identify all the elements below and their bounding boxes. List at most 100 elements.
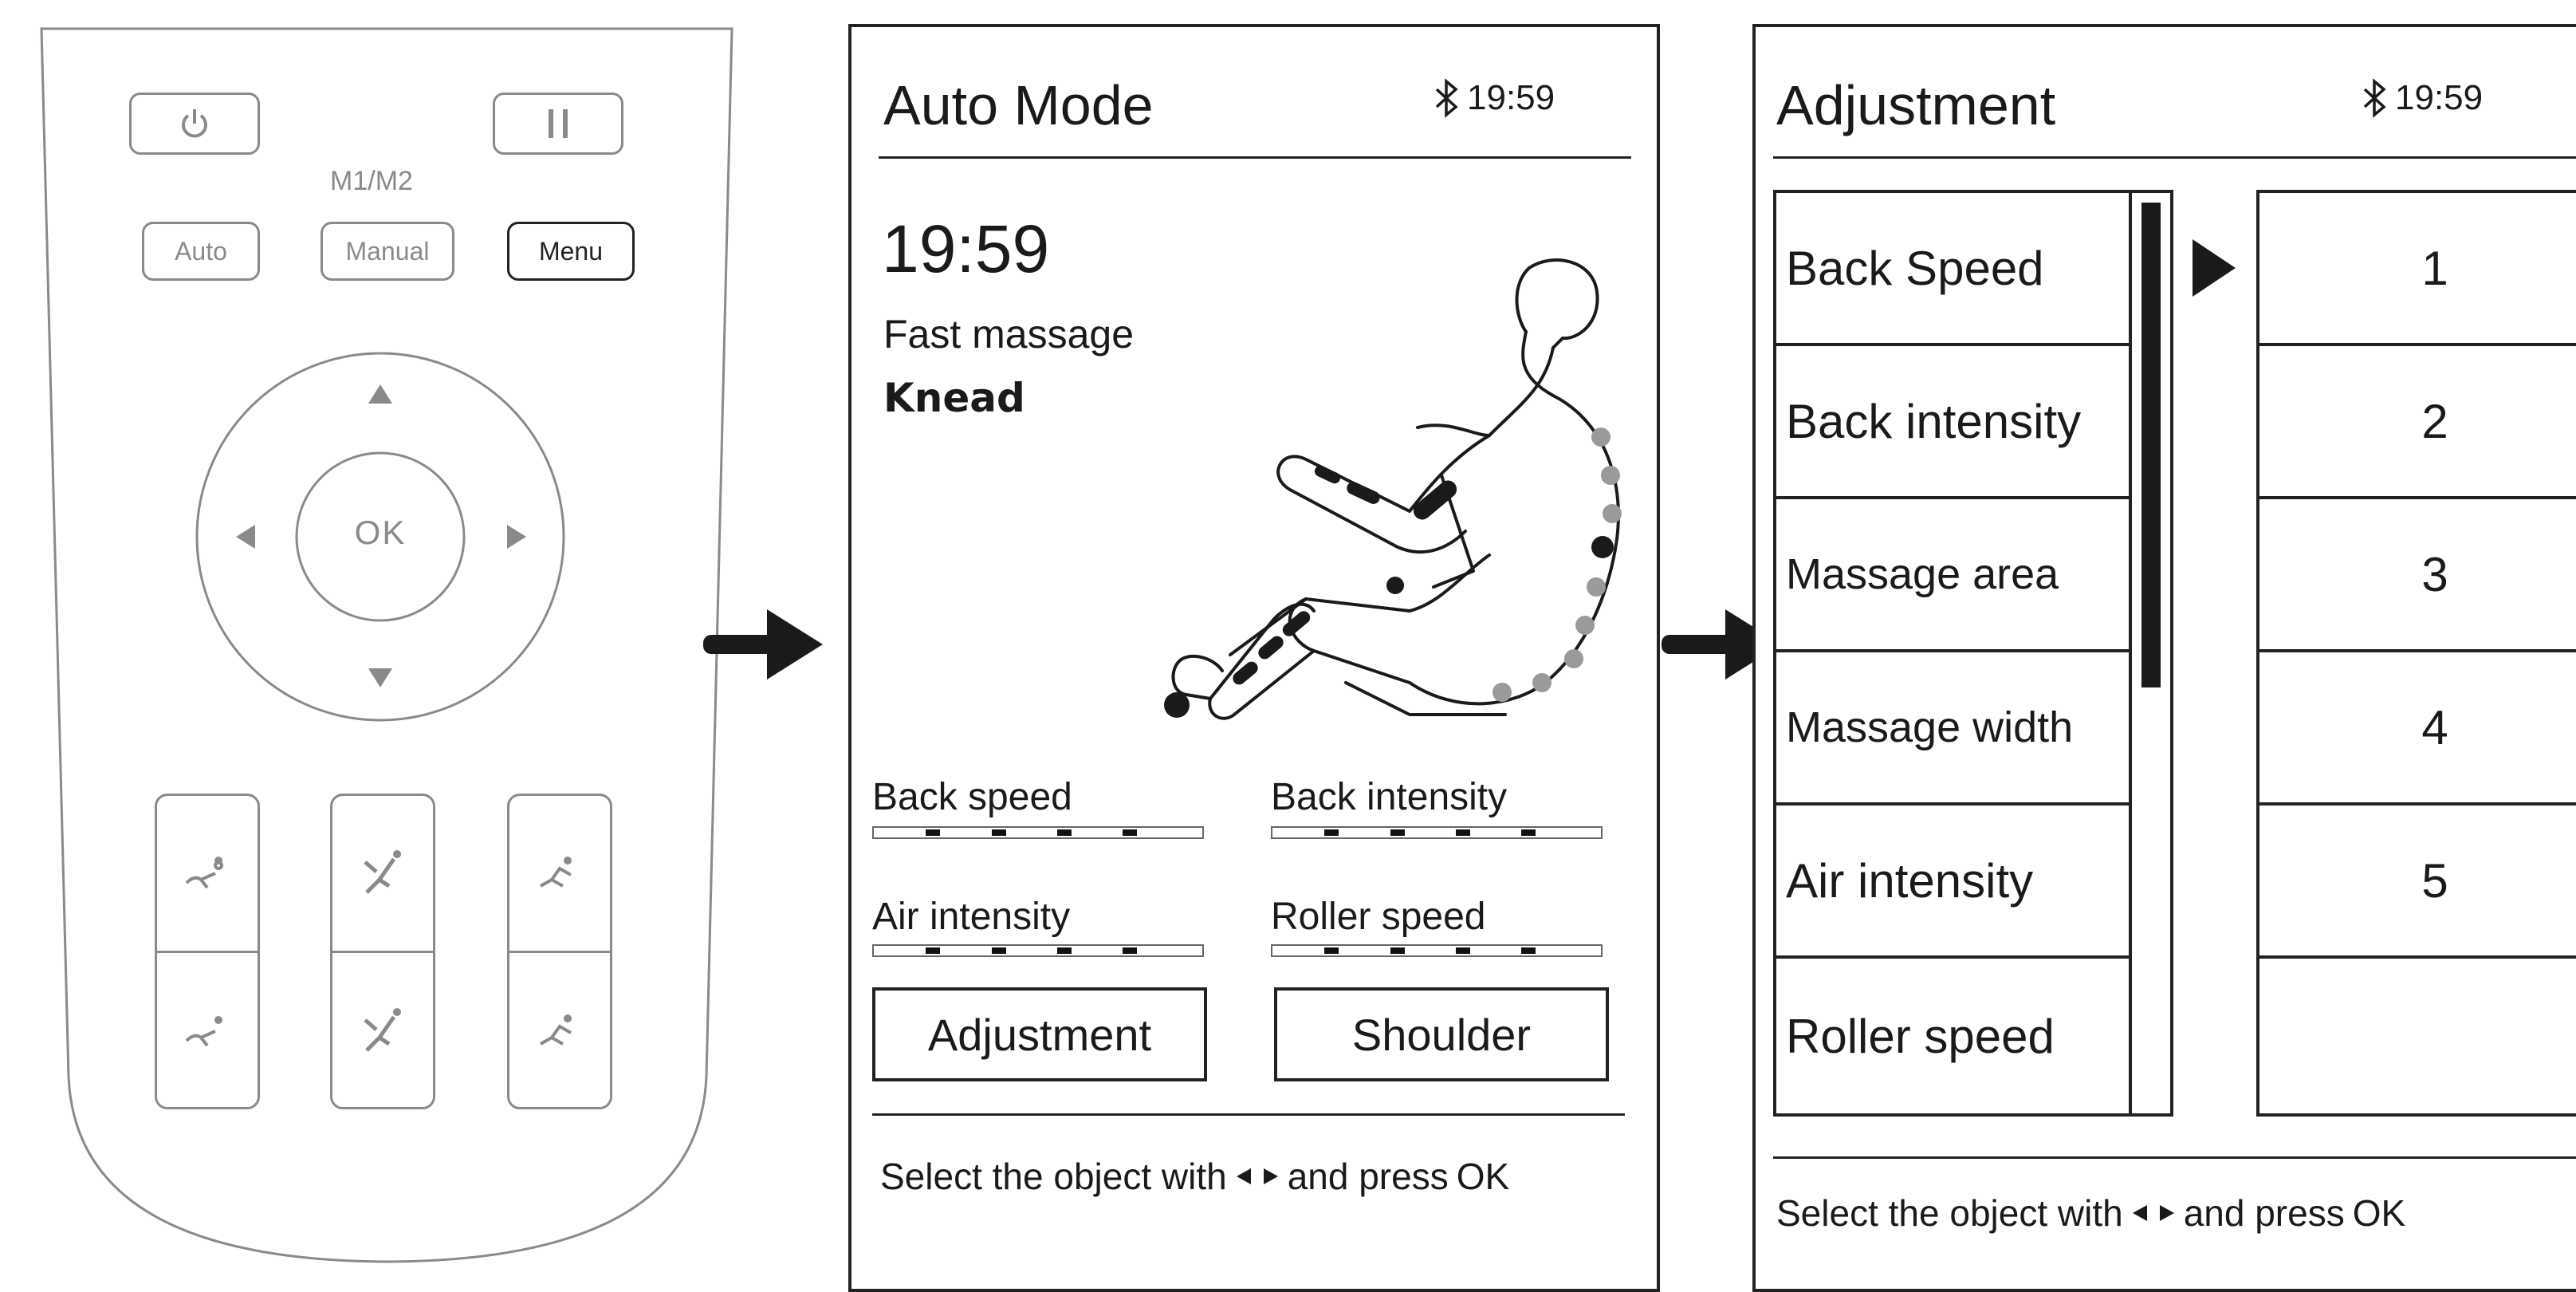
clock-text: 19:59 bbox=[2395, 78, 2484, 117]
value-item[interactable]: 2 bbox=[2259, 346, 2576, 499]
program-name: Fast massage bbox=[883, 312, 1135, 356]
value-list: 1 2 3 4 5 bbox=[2256, 190, 2576, 1117]
level-tick bbox=[991, 829, 1006, 836]
divider bbox=[332, 951, 433, 953]
back-speed-level bbox=[872, 826, 1204, 839]
recline-button-6[interactable] bbox=[509, 954, 610, 1109]
timer-display: 19:59 bbox=[882, 211, 1050, 286]
technique-name: Knead bbox=[883, 375, 1025, 421]
pointer-triangle-icon bbox=[2193, 239, 2236, 297]
footer-suffix: and press bbox=[1287, 1156, 1449, 1197]
scrollbar-thumb[interactable] bbox=[2141, 203, 2161, 687]
list-scrollbar[interactable] bbox=[2129, 190, 2173, 1117]
value-item[interactable]: 3 bbox=[2259, 499, 2576, 652]
recline-icon bbox=[364, 850, 401, 894]
status-clock: 19:59 bbox=[1434, 78, 1555, 118]
recline-icon bbox=[185, 857, 224, 889]
down-arrow-icon[interactable] bbox=[367, 667, 394, 689]
header-divider bbox=[1773, 156, 2576, 159]
mode-label: M1/M2 bbox=[330, 166, 413, 196]
footer-prefix: Select the object with bbox=[880, 1156, 1227, 1197]
level-tick bbox=[1521, 829, 1536, 836]
list-item[interactable]: Massage width bbox=[1776, 652, 2130, 806]
level-tick bbox=[1390, 947, 1405, 954]
level-tick bbox=[1123, 947, 1138, 954]
status-clock: 19:59 bbox=[2362, 78, 2483, 118]
footer-hint: Select the object with and press OK bbox=[1776, 1192, 2405, 1235]
ok-button[interactable]: OK bbox=[354, 514, 407, 551]
back-intensity-level bbox=[1271, 826, 1603, 839]
recline-button-2[interactable] bbox=[157, 954, 258, 1109]
level-tick bbox=[1455, 829, 1470, 836]
position-group-1 bbox=[155, 794, 260, 1109]
adjustment-screen: Adjustment 19:59 Back Speed Back intensi… bbox=[1752, 24, 2576, 1292]
back-speed-label: Back speed bbox=[872, 776, 1072, 818]
shoulder-button[interactable]: Shoulder bbox=[1274, 987, 1609, 1081]
header-divider bbox=[879, 156, 1631, 159]
manual-button[interactable]: Manual bbox=[321, 222, 454, 281]
level-tick bbox=[1521, 947, 1536, 954]
adjustment-item-list: Back Speed Back intensity Massage area M… bbox=[1773, 190, 2134, 1117]
right-arrow-icon[interactable] bbox=[505, 523, 528, 550]
adjustment-button[interactable]: Adjustment bbox=[872, 987, 1207, 1081]
pause-button[interactable] bbox=[493, 93, 623, 155]
roller-speed-level bbox=[1271, 944, 1603, 957]
level-tick bbox=[926, 947, 941, 954]
level-tick bbox=[1455, 947, 1470, 954]
footer-prefix: Select the object with bbox=[1776, 1192, 2123, 1234]
footer-hint: Select the object with and press OK bbox=[880, 1155, 1509, 1198]
screen-title: Auto Mode bbox=[883, 74, 1154, 136]
recline-icon bbox=[185, 1016, 222, 1047]
menu-button[interactable]: Menu bbox=[507, 222, 635, 281]
level-tick bbox=[1324, 829, 1339, 836]
dpad-ring bbox=[195, 352, 565, 722]
recline-icon bbox=[540, 1014, 572, 1046]
footer-divider bbox=[1773, 1156, 2576, 1159]
level-tick bbox=[1056, 829, 1072, 836]
auto-mode-screen: Auto Mode 19:59 19:59 Fast massage Knead bbox=[848, 24, 1660, 1292]
list-item[interactable]: Back Speed bbox=[1776, 193, 2130, 346]
divider bbox=[157, 951, 258, 953]
recline-button-1[interactable] bbox=[157, 796, 258, 951]
level-tick bbox=[1056, 947, 1072, 954]
footer-divider bbox=[872, 1113, 1625, 1116]
footer-ok: OK bbox=[2352, 1192, 2406, 1234]
clock-text: 19:59 bbox=[1467, 78, 1555, 117]
remote-control: M1/M2 Auto Manual Menu OK bbox=[37, 24, 737, 1268]
air-intensity-label: Air intensity bbox=[872, 896, 1071, 938]
level-tick bbox=[1324, 947, 1339, 954]
position-group-3 bbox=[507, 794, 612, 1109]
value-item[interactable]: 1 bbox=[2259, 193, 2576, 346]
pause-icon bbox=[549, 109, 568, 138]
power-icon bbox=[182, 109, 207, 138]
level-tick bbox=[1123, 829, 1138, 836]
footer-ok: OK bbox=[1456, 1156, 1510, 1197]
air-intensity-level bbox=[872, 944, 1204, 957]
list-item[interactable]: Roller speed bbox=[1786, 1009, 2055, 1063]
left-right-arrows-icon bbox=[2132, 1205, 2174, 1221]
left-right-arrows-icon bbox=[1236, 1168, 1278, 1184]
back-intensity-label: Back intensity bbox=[1271, 776, 1508, 818]
recline-button-3[interactable] bbox=[332, 796, 433, 951]
recline-icon bbox=[364, 1008, 401, 1052]
value-item[interactable]: 4 bbox=[2259, 652, 2576, 806]
screen-title: Adjustment bbox=[1776, 74, 2056, 136]
left-arrow-icon[interactable] bbox=[234, 523, 257, 550]
recline-button-5[interactable] bbox=[509, 796, 610, 951]
position-group-2 bbox=[330, 794, 435, 1109]
value-item[interactable]: 5 bbox=[2259, 806, 2576, 959]
up-arrow-icon[interactable] bbox=[367, 383, 394, 405]
recline-icon bbox=[540, 857, 572, 888]
flow-arrow-icon bbox=[703, 609, 823, 679]
level-tick bbox=[926, 829, 941, 836]
recline-button-4[interactable] bbox=[332, 954, 433, 1109]
auto-button[interactable]: Auto bbox=[142, 222, 260, 281]
list-item[interactable]: Air intensity bbox=[1776, 806, 2130, 959]
power-button[interactable] bbox=[129, 93, 260, 155]
level-tick bbox=[1390, 829, 1405, 836]
list-item[interactable]: Massage area bbox=[1776, 499, 2130, 652]
list-item[interactable]: Back intensity bbox=[1776, 346, 2130, 499]
value-item[interactable] bbox=[2259, 959, 2576, 1113]
bluetooth-icon bbox=[1435, 78, 1458, 118]
level-tick bbox=[991, 947, 1006, 954]
